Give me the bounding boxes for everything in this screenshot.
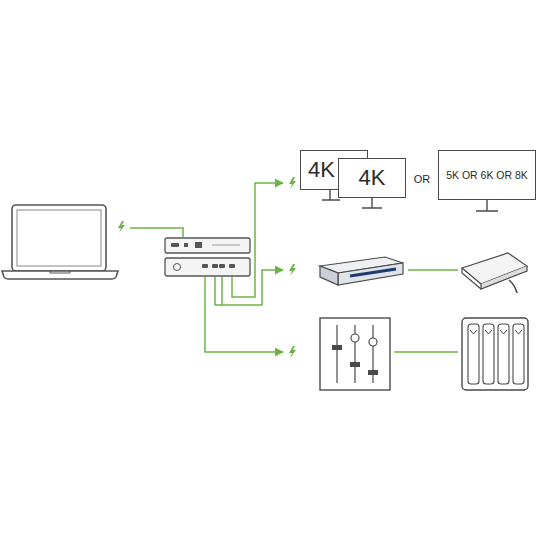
mixer-knob [369,338,377,346]
monitor-screen: 4K [338,158,406,198]
fader-cap [332,345,342,350]
cable-line [205,277,283,352]
power-bolt [118,221,125,233]
raid-array [462,318,528,390]
enclosure-front [338,263,403,285]
cable-lines [205,183,283,352]
ssd-edge [462,268,481,289]
bay-latch [470,330,477,334]
cable-line [222,270,283,305]
dock-bottom-unit [165,258,250,276]
drive-enclosure [320,257,403,285]
dock-port [212,264,218,268]
screen-resolution: 4K [359,167,386,189]
laptop [2,205,118,279]
audio-mixer [320,318,390,390]
monitor-screen: 5K OR 6K OR 8K [438,150,536,200]
dock-port [171,243,179,247]
fader-track [336,325,337,383]
laptop-lid [12,205,106,271]
dock [165,238,250,276]
cable-line [232,183,283,297]
drive-bay [483,324,494,384]
dock-power-port [174,264,181,271]
ssd-cable [509,280,517,293]
cable-line [408,269,458,271]
cable-line [130,228,183,237]
screen-resolution: 5K OR 6K OR 8K [446,170,528,181]
ssd-edge [481,266,527,289]
mixer-knob [351,334,359,342]
enclosure-side [320,266,338,285]
fader-cap [368,370,378,375]
fader-cap [350,362,360,367]
bay-latch [485,330,492,334]
power-bolt [289,177,296,189]
mixer-body [320,318,390,390]
or-label: OR [414,174,431,185]
dock-detail [212,245,240,246]
monitor-stand [476,200,498,211]
bay-latch [515,330,522,334]
laptop-screen [17,210,101,266]
bay-latch [500,330,507,334]
cable-line [394,351,458,353]
dock-port [202,264,208,268]
dock-port [195,242,202,248]
cable-line [215,277,222,305]
dock-port [184,243,188,247]
dock-port [219,264,225,268]
dock-port [229,264,235,268]
laptop-base [2,271,118,279]
enclosure-slot [350,269,396,276]
power-bolt [289,264,296,276]
dock-top-unit [165,238,250,253]
drive-bay [498,324,509,384]
drive-bay [468,324,479,384]
screen-resolution: 4K [308,159,335,181]
external-ssd [462,253,527,293]
power-bolt [289,346,296,358]
raid-body [462,318,528,390]
drive-bay [513,324,524,384]
laptop-notch [50,271,70,273]
